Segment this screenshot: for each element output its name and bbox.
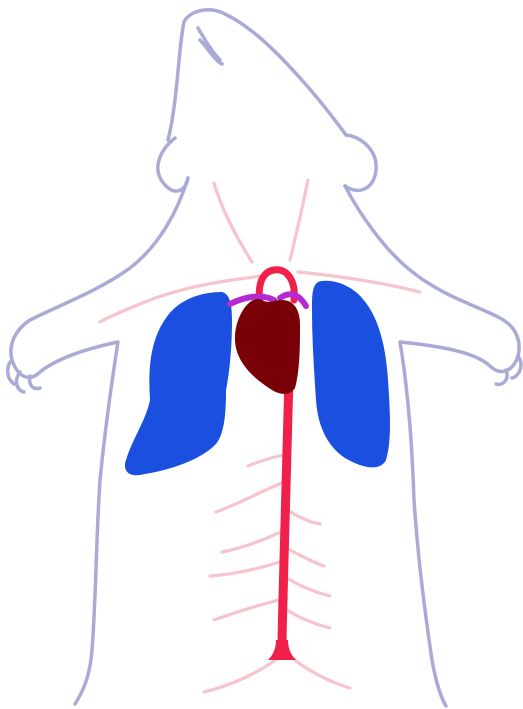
heart (235, 299, 300, 394)
right-carotid-branch (290, 180, 308, 260)
intercostal-3 (285, 508, 320, 524)
left-carotid-branch (214, 183, 252, 262)
right-lung (312, 281, 390, 468)
intercostal-1 (248, 455, 283, 466)
left-lung (125, 292, 232, 475)
aorta-bifurcation (268, 640, 296, 660)
head-outline (168, 10, 346, 140)
intercostal-7 (287, 578, 330, 596)
iliac-right (292, 658, 350, 688)
right-ear (345, 135, 376, 190)
left-ear (158, 138, 188, 191)
intercostal-9 (287, 610, 330, 628)
snout-detail (198, 28, 222, 64)
intercostal-6 (210, 560, 286, 576)
intercostal-4 (222, 530, 285, 552)
iliac-left (204, 658, 278, 692)
intercostal-2 (216, 482, 284, 512)
intercostal-5 (286, 548, 324, 566)
intercostal-8 (214, 598, 287, 620)
